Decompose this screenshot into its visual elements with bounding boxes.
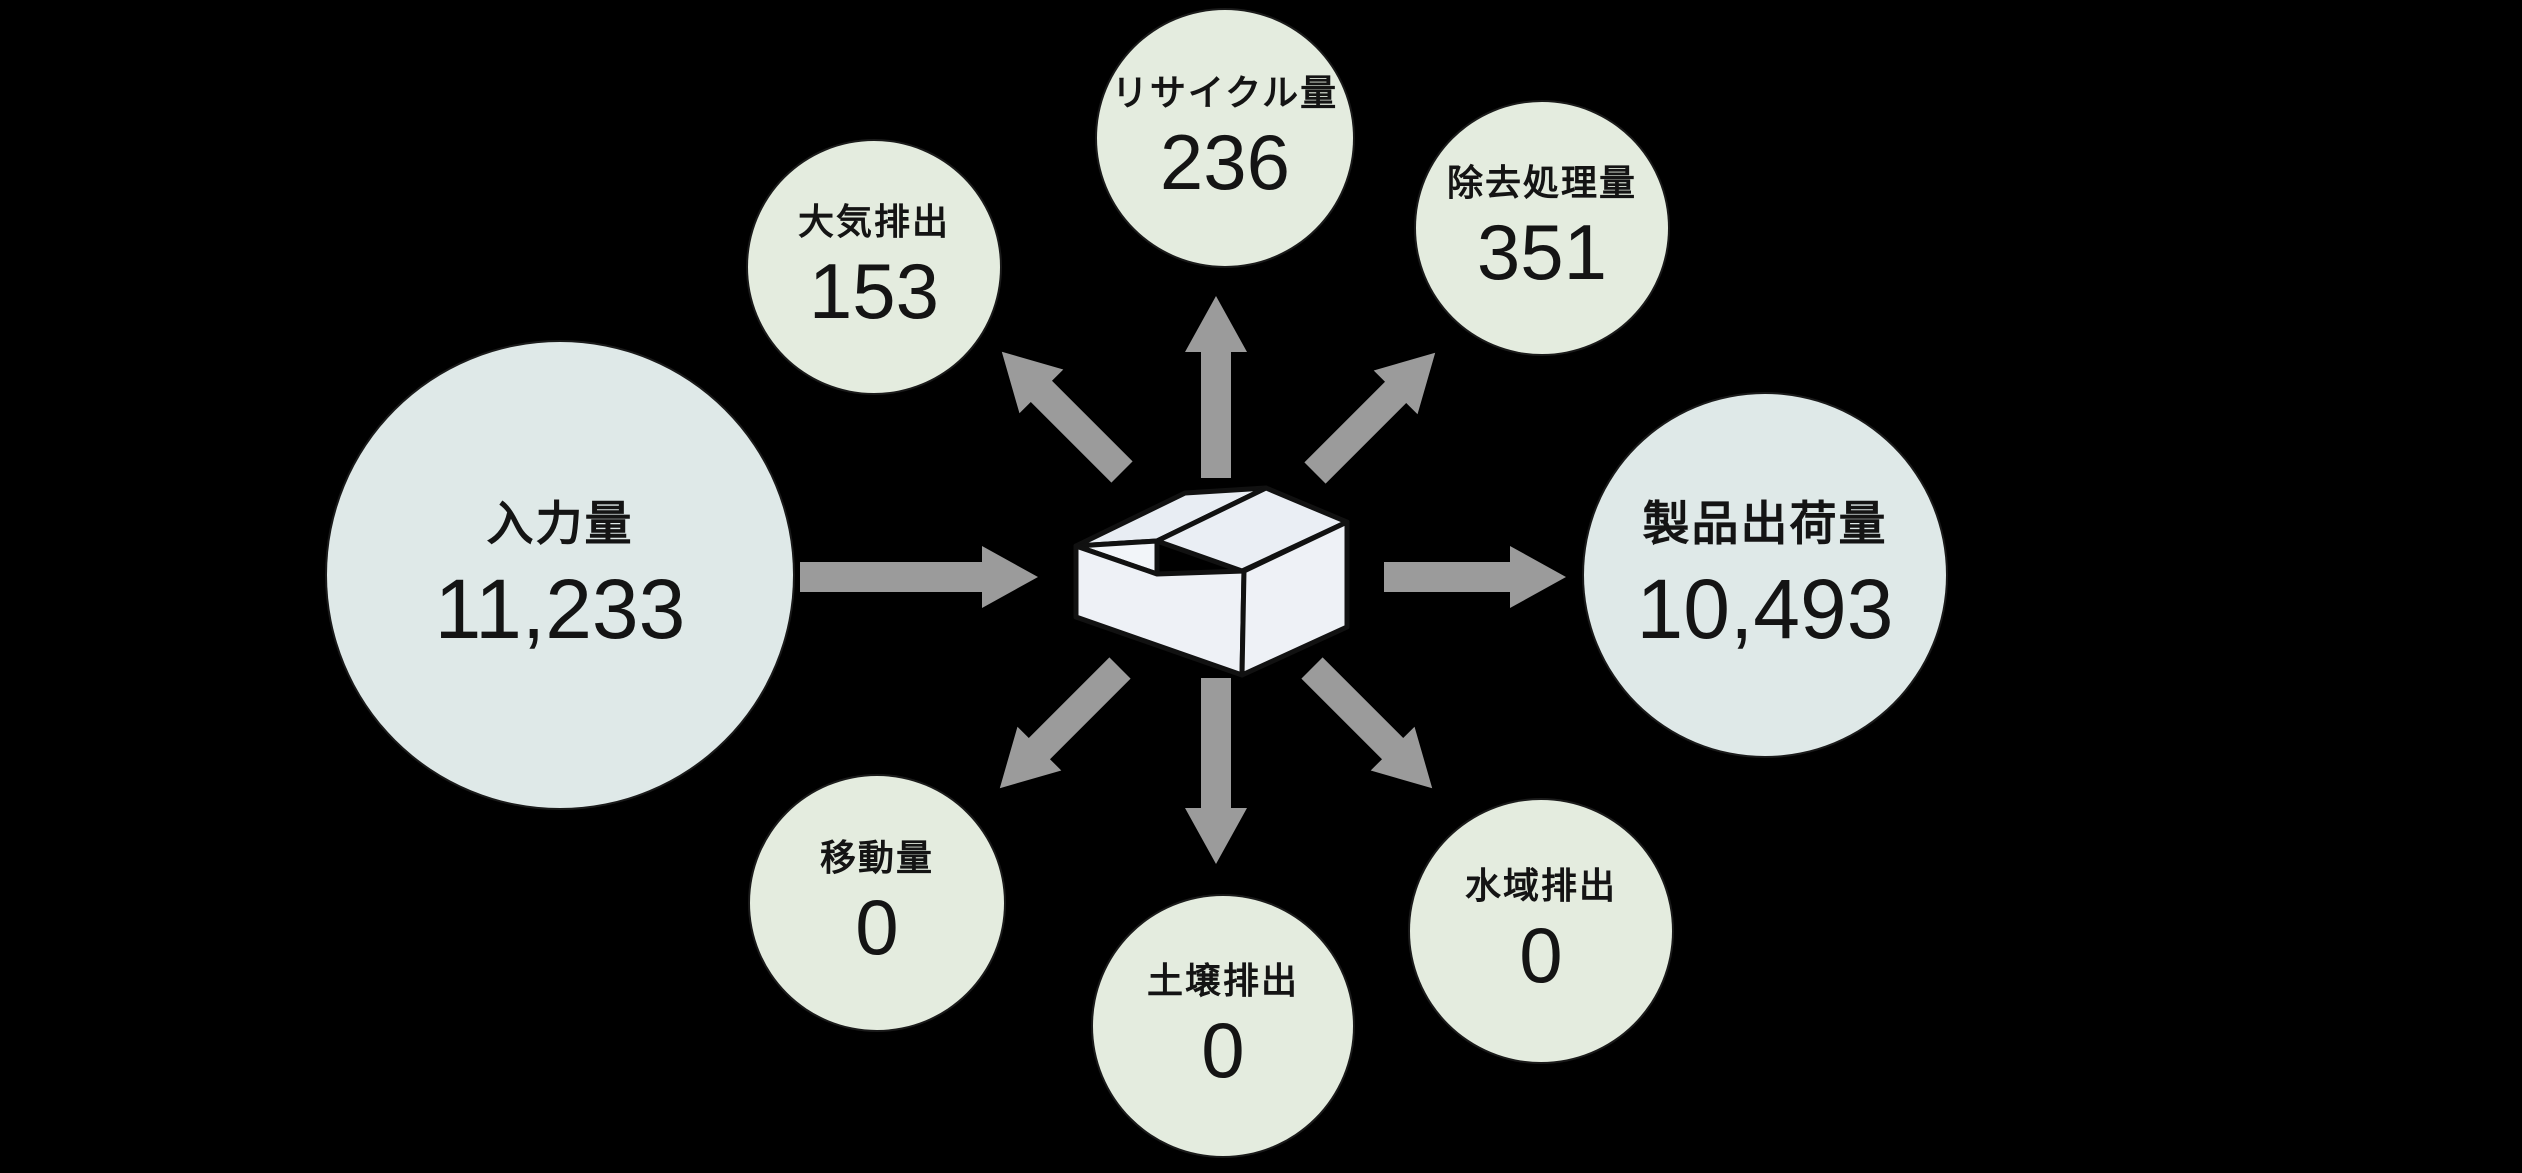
arrow-center-to-shipment (1384, 546, 1566, 608)
node-soil-emission-label: 土壌排出 (1146, 960, 1299, 1002)
node-water-emission-value: 0 (1519, 910, 1563, 999)
node-product-shipment-label: 製品出荷量 (1642, 496, 1888, 550)
arrow-center-to-air (1001, 351, 1133, 483)
arrow-input-to-center (800, 546, 1038, 608)
node-water-emission-label: 水域排出 (1464, 865, 1617, 907)
node-product-shipment: 製品出荷量 10,493 (1584, 394, 1946, 756)
node-transfer: 移動量 0 (750, 776, 1004, 1030)
node-input-label: 入力量 (486, 496, 634, 550)
node-soil-emission: 土壌排出 0 (1093, 896, 1353, 1156)
node-transfer-value: 0 (855, 882, 899, 971)
node-soil-emission-value: 0 (1201, 1005, 1245, 1094)
arrow-center-to-transfer (999, 657, 1131, 789)
node-input-value: 11,233 (434, 561, 686, 656)
arrow-center-to-water (1301, 657, 1433, 789)
node-air-emission: 大気排出 153 (748, 141, 1000, 393)
arrow-center-to-recycle (1185, 296, 1247, 478)
node-removal-treatment-label: 除去処理量 (1446, 162, 1637, 204)
arrow-center-to-removal (1304, 352, 1436, 484)
node-removal-treatment-value: 351 (1476, 207, 1608, 296)
node-recycle: リサイクル量 236 (1097, 10, 1353, 266)
node-water-emission: 水域排出 0 (1410, 800, 1672, 1062)
factory-box-icon (1073, 485, 1350, 678)
node-air-emission-label: 大気排出 (797, 201, 950, 243)
arrow-center-to-soil (1185, 678, 1247, 864)
node-product-shipment-value: 10,493 (1636, 561, 1894, 656)
node-air-emission-value: 153 (808, 246, 940, 335)
node-transfer-label: 移動量 (819, 837, 934, 879)
node-recycle-label: リサイクル量 (1111, 72, 1339, 114)
node-recycle-value: 236 (1159, 117, 1291, 206)
node-removal-treatment: 除去処理量 351 (1416, 102, 1668, 354)
node-input: 入力量 11,233 (327, 342, 793, 808)
